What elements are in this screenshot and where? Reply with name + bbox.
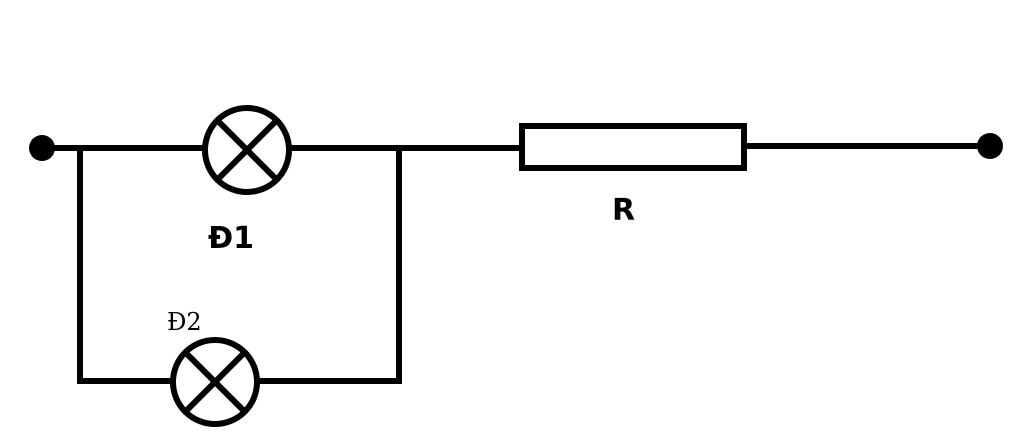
terminal-left xyxy=(29,135,55,161)
lamp1-icon xyxy=(202,105,292,195)
terminal-right xyxy=(977,133,1003,159)
resistor-label: R xyxy=(612,193,635,228)
lamp2-label: Đ2 xyxy=(167,308,202,336)
resistor xyxy=(519,123,747,171)
wires xyxy=(42,143,990,384)
lamp2-icon xyxy=(170,337,260,427)
lamp1-label: Đ1 xyxy=(208,221,254,256)
